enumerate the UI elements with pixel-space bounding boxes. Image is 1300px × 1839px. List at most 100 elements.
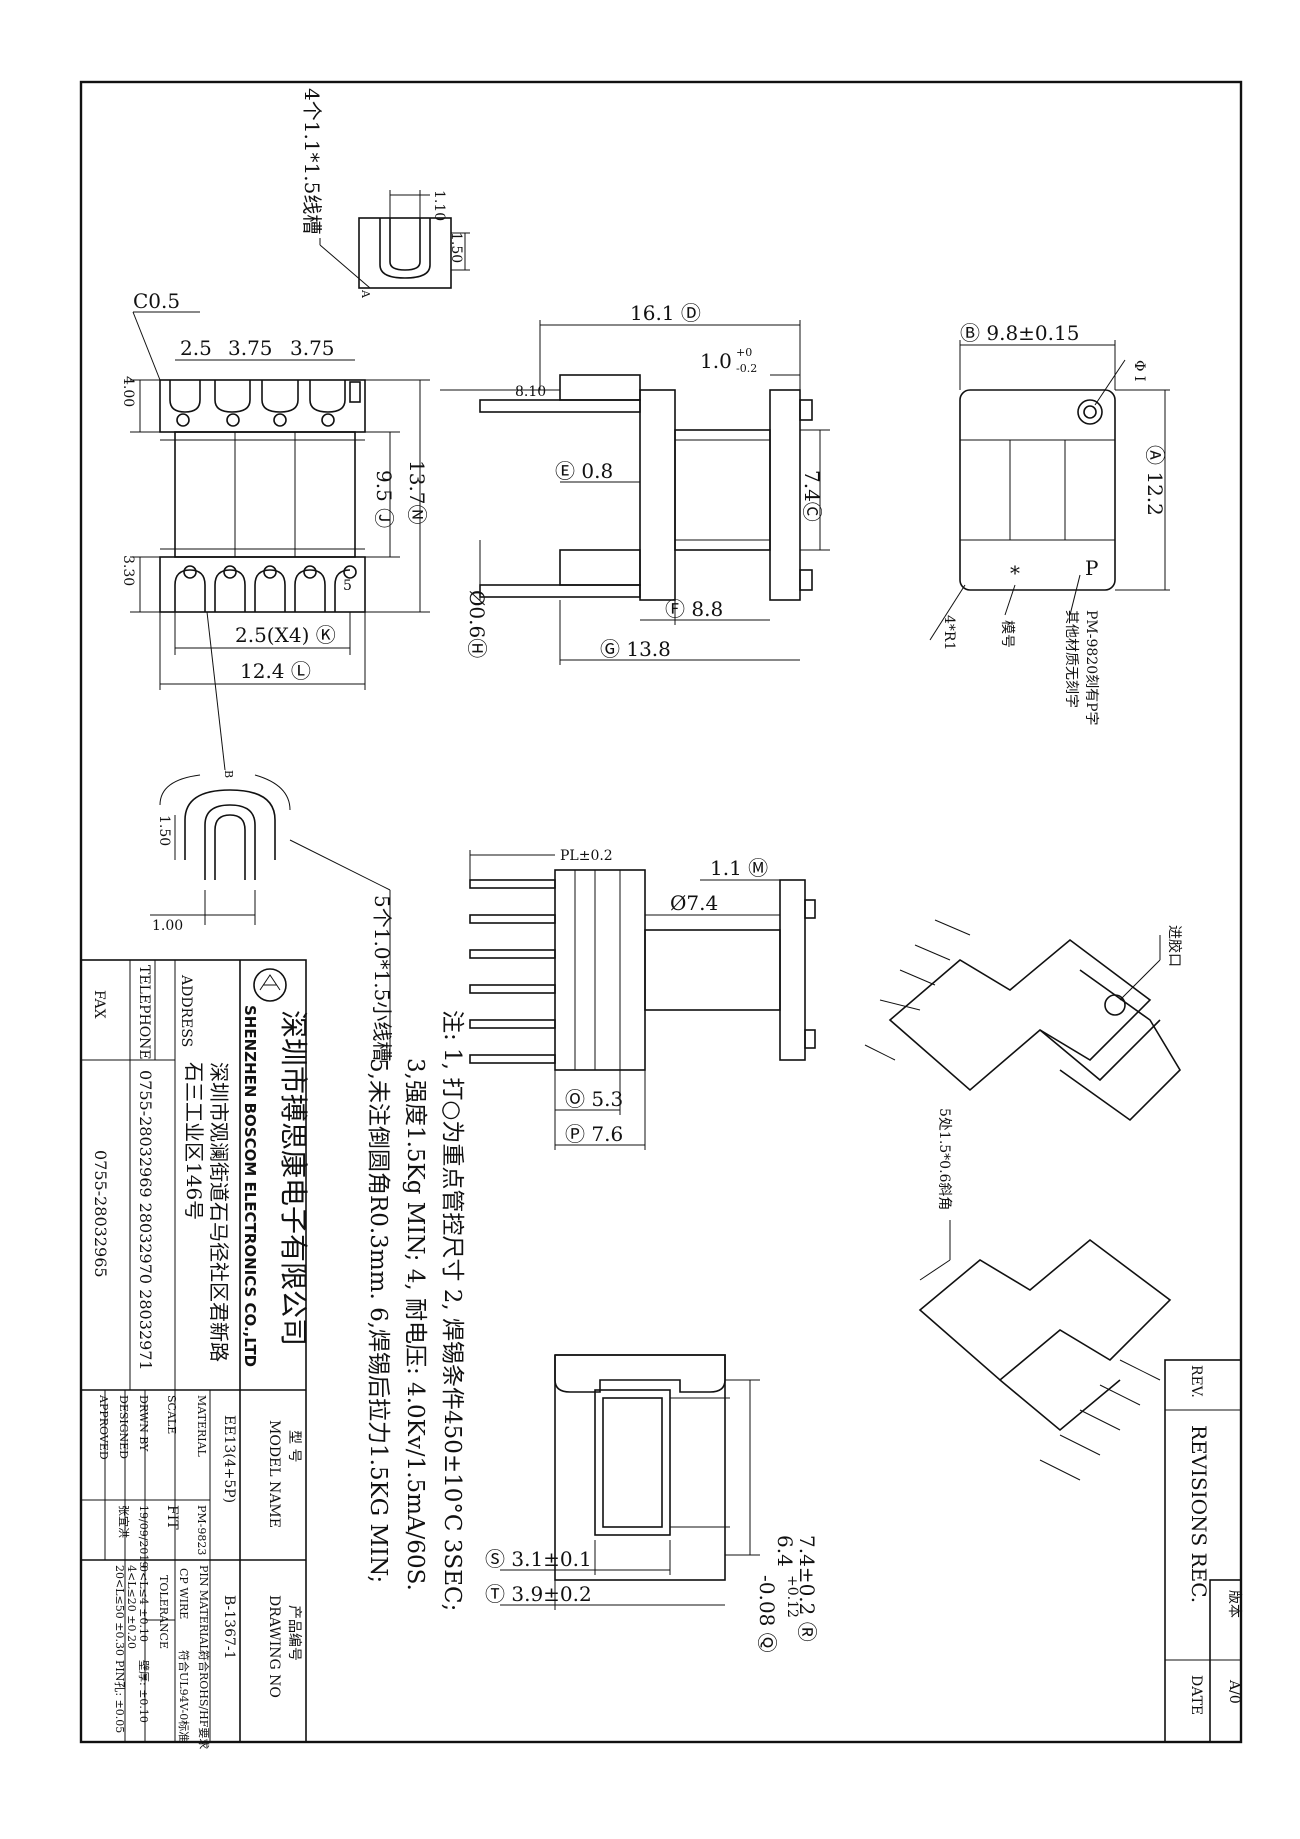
dim-1-0: 1.0 [700, 349, 732, 373]
dim-3-9: Ⓣ 3.9±0.2 [485, 1582, 592, 1606]
note-line-2: 3,强度1.5Kg MIN; 4, 耐电压: 4.0Kv/1.5mA/60S. [402, 1058, 428, 1591]
pin-material-value: 符合ROHS/HF要求 [197, 1650, 211, 1749]
cp-wire-label: CP WIRE [177, 1568, 190, 1619]
drawing-value: B-1367-1 [221, 1595, 237, 1660]
tol-row-3: 20<L≤50 ±0.30 [113, 1565, 126, 1656]
dim-3-75a: 3.75 [228, 336, 273, 360]
drawn-label: DRWN BY [137, 1395, 150, 1452]
pin-number-5: 5 [343, 578, 352, 594]
slot-detail-a: 1.10 1.50 A 4个1.1*1.5线槽 [300, 88, 470, 299]
title-block: 深圳市搏思康电子有限公司 SHENZHEN BOSCOM ELECTRONICS… [80, 959, 310, 1749]
wall-tolerance: 壁厚: ±0.10 [137, 1660, 151, 1723]
mark-b: B [222, 770, 235, 778]
dim-1-0-plus: +0 [736, 346, 752, 359]
dim-7-4c: 7.4Ⓒ [800, 470, 824, 522]
bobbin-side-view: 5 C0.5 2.5 3.75 3.75 4.00 3.30 9.5 Ⓙ 13.… [120, 289, 430, 771]
pm-note-2: 其他材质无刻字 [1063, 610, 1079, 708]
dim-3-30: 3.30 [120, 555, 136, 586]
slot-5-note: 5个1.0*1.5小线槽 [370, 895, 394, 1061]
slot-4-note: 4个1.1*1.5线槽 [300, 88, 324, 234]
material-value: PM-9823 [195, 1505, 208, 1555]
dim-c0-5: C0.5 [133, 289, 180, 313]
version-value: A/0 [1226, 1679, 1242, 1704]
mold-no: 模号 [999, 620, 1015, 648]
approved-label: APPROVED [97, 1394, 110, 1460]
dim-13-8: Ⓖ 13.8 [600, 637, 671, 661]
note-line-3: 5,未注倒圆角R0.3mm. 6,焊锡后拉力1.5KG MIN; [365, 1058, 391, 1583]
designed-value: 张宜洪 [117, 1505, 131, 1538]
model-label-en: MODEL NAME [266, 1420, 282, 1528]
notes-block: 注: 1, 打○为重点管控尺寸 2, 焊锡条件450±10°C 3SEC; 3,… [365, 1010, 465, 1611]
drawing-label-en: DRAWING NO [266, 1595, 282, 1698]
designed-label: DESIGNED [117, 1395, 130, 1459]
date-label: DATE [1188, 1675, 1204, 1715]
r1: 4*R1 [941, 615, 957, 650]
drawing-label-cn: 产品编号 [286, 1605, 302, 1661]
dim-8-8: Ⓕ 8.8 [665, 597, 723, 621]
iso-view-top: 进胶口 [864, 919, 1183, 1122]
address-line-1: 深圳市观澜街道石马径社区君新路 [207, 1062, 231, 1362]
tol-row-1: 0<L≤4 ±0.10 [137, 1565, 150, 1642]
scale-value: FIT [164, 1505, 180, 1530]
mark-a: A [359, 289, 372, 299]
company-name-en: SHENZHEN BOSCOM ELECTRONICS CO.,LTD [241, 1005, 259, 1367]
tol-row-2: 4<L≤20 ±0.20 [125, 1565, 138, 1649]
dim-1-10: 1.10 [431, 190, 447, 221]
dim-7-4r: 7.4±0.2 Ⓡ [795, 1535, 819, 1642]
dim-1-50: 1.50 [448, 232, 464, 263]
sheet-border [79, 80, 1243, 1744]
cp-wire-value: 符合UL94V-0标准 [177, 1650, 191, 1742]
company-name-cn: 深圳市搏思康电子有限公司 [277, 1010, 310, 1346]
bobbin-front-view: 8.10 16.1 Ⓓ 1.0 +0 -0.2 Ⓔ 0.8 7.4Ⓒ Ⓕ 8.8… [440, 301, 830, 665]
dim-5-3: Ⓞ 5.3 [565, 1087, 623, 1111]
dim-6-4-plus: +0.12 [784, 1575, 800, 1618]
revision-block: REV. REVISIONS REC. DATE 版本 A/0 [1164, 1359, 1242, 1743]
dim-1-1: 1.1 Ⓜ [710, 856, 768, 880]
iso-view-bottom: 5处1.5*0.6斜角 [918, 1108, 1172, 1481]
version-label: 版本 [1226, 1590, 1242, 1618]
pin-material-label: PIN MATERIAL: [197, 1565, 210, 1655]
dim-2-5: 2.5 [180, 336, 212, 360]
dim-0-6: Ø0.6Ⓗ [465, 590, 489, 658]
dim-pl: PL±0.2 [560, 848, 613, 864]
bobbin-end-view: Ⓑ 9.8±0.15 Ⓐ 12.2 Φ I P * 4*R1 模号 PM-982… [929, 321, 1170, 726]
star-mark: * [1010, 561, 1020, 585]
dim-1-00: 1.00 [152, 918, 183, 934]
dim-9-8: Ⓑ 9.8±0.15 [960, 321, 1079, 345]
dim-0-8: Ⓔ 0.8 [555, 459, 613, 483]
dim-12-2: Ⓐ 12.2 [1143, 445, 1167, 516]
dim-7-4phi: Ø7.4 [670, 891, 718, 915]
pin-tolerance: PIN孔: ±0.05 [113, 1660, 126, 1733]
revisions-rec-label: REVISIONS REC. [1187, 1425, 1211, 1603]
fax-label: FAX [91, 990, 107, 1019]
telephone-label: TELEPHONE [136, 965, 152, 1060]
p-mark: P [1085, 556, 1098, 580]
telephone: 0755-28032969 28032970 28032971 [136, 1070, 155, 1371]
chamfer-label: 5处1.5*0.6斜角 [936, 1108, 952, 1210]
company-logo [253, 968, 287, 1002]
scale-label: SCALE [165, 1395, 178, 1434]
dim-9-5: 9.5 Ⓙ [372, 470, 396, 528]
dim-6-4: 6.4 [773, 1535, 797, 1567]
rev-label: REV. [1188, 1365, 1204, 1398]
material-label: MATERIAL [195, 1395, 208, 1458]
dim-8-10: 8.10 [515, 384, 546, 400]
model-label-cn: 型 号 [286, 1430, 302, 1462]
pm-note-1: PM-9820刻有P字 [1083, 610, 1099, 726]
address-label: ADDRESS [178, 974, 194, 1047]
phi-i: Φ I [1131, 360, 1147, 381]
dim-6-4-minus: -0.08 Ⓠ [755, 1575, 779, 1653]
drawn-value: 19/09/2019 [137, 1505, 150, 1568]
dim-1-0-minus: -0.2 [736, 362, 757, 375]
fax: 0755-28032965 [91, 1150, 110, 1278]
core-cross-section: Ⓢ 3.1±0.1 Ⓣ 3.9±0.2 7.4±0.2 Ⓡ 6.4 +0.12 … [485, 1354, 819, 1653]
dim-3-75b: 3.75 [290, 336, 335, 360]
bobbin-pin-view: PL±0.2 1.1 Ⓜ Ø7.4 Ⓞ 5.3 Ⓟ 7.6 [469, 848, 816, 1150]
dim-16-1: 16.1 Ⓓ [630, 301, 701, 325]
dim-3-1: Ⓢ 3.1±0.1 [485, 1547, 592, 1571]
dim-2-5x4: 2.5(X4) Ⓚ [235, 623, 336, 647]
note-line-1: 注: 1, 打○为重点管控尺寸 2, 焊锡条件450±10°C 3SEC; [439, 1010, 465, 1611]
address-line-2: 石三工业区146号 [182, 1062, 206, 1220]
gate-label: 进胶口 [1166, 925, 1183, 967]
